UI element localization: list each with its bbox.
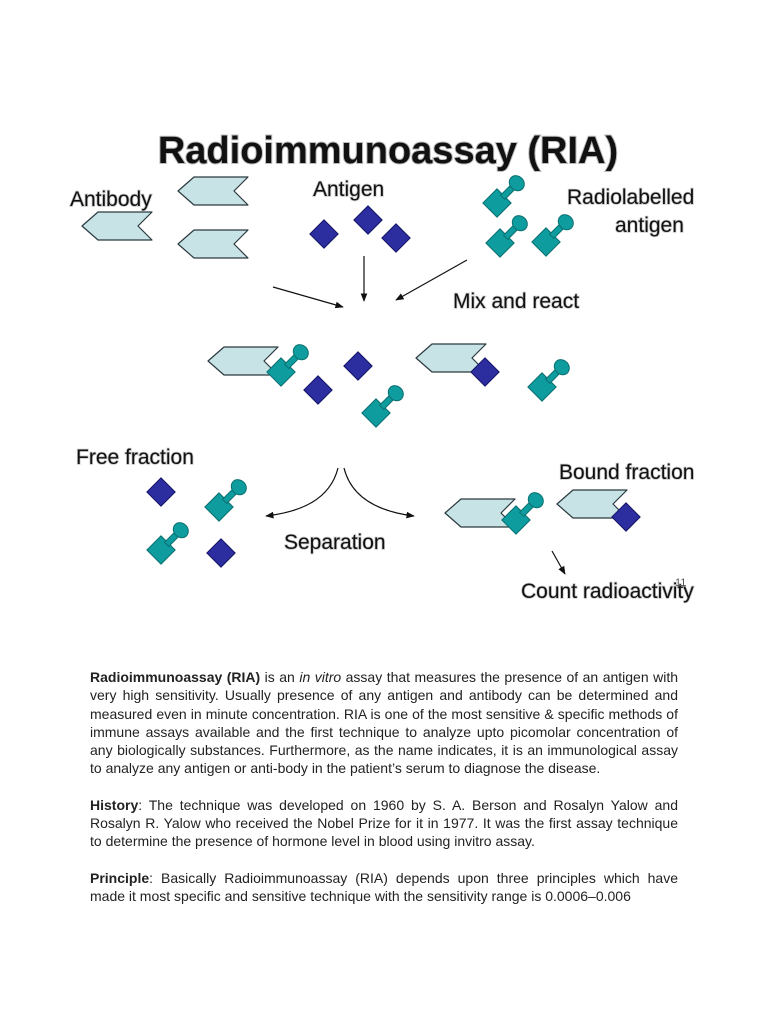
radiolabelled-antigen-icon xyxy=(531,209,579,257)
antigen-icon xyxy=(343,351,373,381)
label-radiolabelled: Radiolabelled xyxy=(567,186,694,209)
intro-italic: in vitro xyxy=(299,669,342,685)
intro-term: Radioimmunoassay (RIA) xyxy=(90,669,261,685)
label-antibody: Antibody xyxy=(70,188,152,211)
radiolabelled-antigen-icon xyxy=(501,487,549,535)
label-antigen: Antigen xyxy=(313,178,384,201)
body-text: Radioimmunoassay (RIA) is an in vitro as… xyxy=(90,668,678,923)
slide-number: 11 xyxy=(675,577,686,589)
intro-paragraph: Radioimmunoassay (RIA) is an in vitro as… xyxy=(90,668,678,778)
radiolabelled-antigen-icon xyxy=(204,474,252,522)
arrow xyxy=(265,467,339,519)
arrow xyxy=(272,286,344,309)
principle-text: : Basically Radioimmunoassay (RIA) depen… xyxy=(90,869,678,904)
principle-paragraph: Principle: Basically Radioimmunoassay (R… xyxy=(90,869,678,906)
label-free-fraction: Free fraction xyxy=(76,446,194,469)
label-separation: Separation xyxy=(284,531,386,554)
history-paragraph: History: The technique was developed on … xyxy=(90,796,678,851)
radiolabelled-antigen-icon xyxy=(527,354,575,402)
antigen-icon xyxy=(309,219,339,249)
antigen-icon xyxy=(146,477,176,507)
intro-text: is an xyxy=(260,669,300,685)
antibody-icon xyxy=(177,229,249,259)
arrow xyxy=(395,259,468,301)
ria-diagram: Radioimmunoassay (RIA) Antibody Antigen … xyxy=(69,129,695,604)
arrow xyxy=(551,550,566,575)
history-text: : The technique was developed on 1960 by… xyxy=(90,796,678,850)
label-count-radioactivity: Count radioactivity xyxy=(521,580,694,603)
antibody-icon xyxy=(81,211,153,241)
diagram-title: Radioimmunoassay (RIA) xyxy=(158,130,618,172)
antigen-icon xyxy=(353,205,383,235)
history-term: History xyxy=(90,796,139,813)
antigen-icon xyxy=(303,375,333,405)
arrow xyxy=(343,467,415,519)
intro-text-rest: assay that measures the presence of an a… xyxy=(90,669,679,777)
label-mix-and-react: Mix and react xyxy=(453,290,579,313)
antigen-icon xyxy=(381,223,411,253)
radiolabelled-antigen-icon xyxy=(361,380,409,428)
label-radiolabelled-antigen: antigen xyxy=(615,214,684,237)
label-bound-fraction: Bound fraction xyxy=(559,461,694,484)
radiolabelled-antigen-icon xyxy=(146,517,194,565)
radiolabelled-antigen-icon xyxy=(485,210,533,258)
antigen-icon xyxy=(206,538,236,568)
antibody-icon xyxy=(177,176,249,206)
radiolabelled-antigen-icon xyxy=(482,170,530,218)
principle-term: Principle xyxy=(90,869,150,886)
